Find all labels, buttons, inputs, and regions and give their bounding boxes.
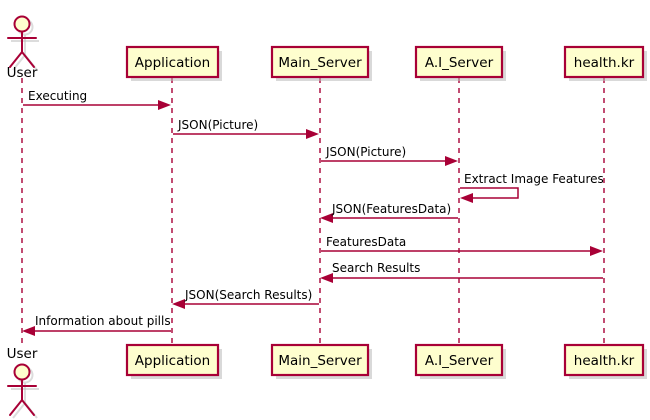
participant-footer-application[interactable]: Application <box>125 343 222 379</box>
participant-box[interactable] <box>414 45 504 79</box>
participant-header-application[interactable]: Application <box>125 45 222 81</box>
participant-label: Application <box>135 353 210 369</box>
arrow-head-left <box>320 273 333 283</box>
actor-leg-right <box>21 399 35 416</box>
arrow-head-left <box>22 326 35 336</box>
actor-label-user-bottom: User <box>7 346 38 362</box>
message-json-featuresdata[interactable]: JSON(FeaturesData) <box>320 202 458 223</box>
participant-box[interactable] <box>270 343 370 377</box>
participant-box[interactable] <box>414 343 504 377</box>
self-loop-path <box>460 187 519 199</box>
participant-box[interactable] <box>563 45 645 79</box>
actor-head-icon <box>13 15 31 33</box>
arrow-head-right <box>590 246 603 256</box>
message-json-picture-main-to-ai[interactable]: JSON(Picture) <box>321 145 458 166</box>
participant-box[interactable] <box>125 45 220 79</box>
participant-header-health-kr[interactable]: health.kr <box>563 45 647 81</box>
arrow-head-right <box>158 100 171 110</box>
participant-box[interactable] <box>125 343 220 377</box>
message-label-featuresdata: FeaturesData <box>326 235 406 249</box>
arrow-head-right <box>306 129 319 139</box>
message-featuresdata[interactable]: FeaturesData <box>321 235 603 256</box>
actor-leg-right <box>21 51 35 68</box>
actor-leg-left <box>9 51 23 68</box>
actor-head-icon <box>13 363 31 381</box>
message-executing[interactable]: Executing <box>23 89 171 110</box>
message-label-extract-image-features: Extract Image Features <box>464 172 604 186</box>
message-label-executing: Executing <box>28 89 87 103</box>
participant-label: A.I_Server <box>425 55 494 71</box>
actor-user-top[interactable]: User <box>7 15 39 82</box>
participant-header-main-server[interactable]: Main_Server <box>270 45 372 81</box>
message-extract-image-features-self[interactable]: Extract Image Features <box>460 172 604 203</box>
participant-label: health.kr <box>574 353 635 369</box>
participant-label: Main_Server <box>278 353 362 369</box>
actor-label-user-top: User <box>7 65 38 81</box>
participant-header-ai-server[interactable]: A.I_Server <box>414 45 506 81</box>
message-label-json-picture: JSON(Picture) <box>177 118 258 132</box>
lifelines-group <box>21 78 605 345</box>
message-json-picture-app-to-main[interactable]: JSON(Picture) <box>173 118 319 139</box>
participant-footer-ai-server[interactable]: A.I_Server <box>414 343 506 379</box>
participant-label: health.kr <box>574 55 635 71</box>
participant-footer-main-server[interactable]: Main_Server <box>270 343 372 379</box>
message-label-json-picture-2: JSON(Picture) <box>325 145 406 159</box>
participant-box[interactable] <box>270 45 370 79</box>
message-label-search-results: Search Results <box>332 261 420 275</box>
participant-footer-health-kr[interactable]: health.kr <box>563 343 647 379</box>
participant-label: Application <box>135 55 210 71</box>
participant-box[interactable] <box>563 343 645 377</box>
arrow-head-left <box>320 213 333 223</box>
message-json-search-results[interactable]: JSON(Search Results) <box>172 288 319 309</box>
message-search-results[interactable]: Search Results <box>320 261 603 283</box>
message-information-about-pills[interactable]: Information about pills <box>22 314 171 336</box>
participant-label: Main_Server <box>278 55 362 71</box>
actor-leg-left <box>9 399 23 416</box>
arrow-head-left <box>172 299 185 309</box>
arrow-head-right <box>445 156 458 166</box>
message-label-information-about-pills: Information about pills <box>35 314 171 328</box>
actor-user-bottom[interactable]: User <box>7 346 39 419</box>
arrow-head-left <box>460 193 473 203</box>
participant-label: A.I_Server <box>425 353 494 369</box>
message-label-json-featuresdata: JSON(FeaturesData) <box>331 202 451 216</box>
message-label-json-search-results: JSON(Search Results) <box>184 288 312 302</box>
